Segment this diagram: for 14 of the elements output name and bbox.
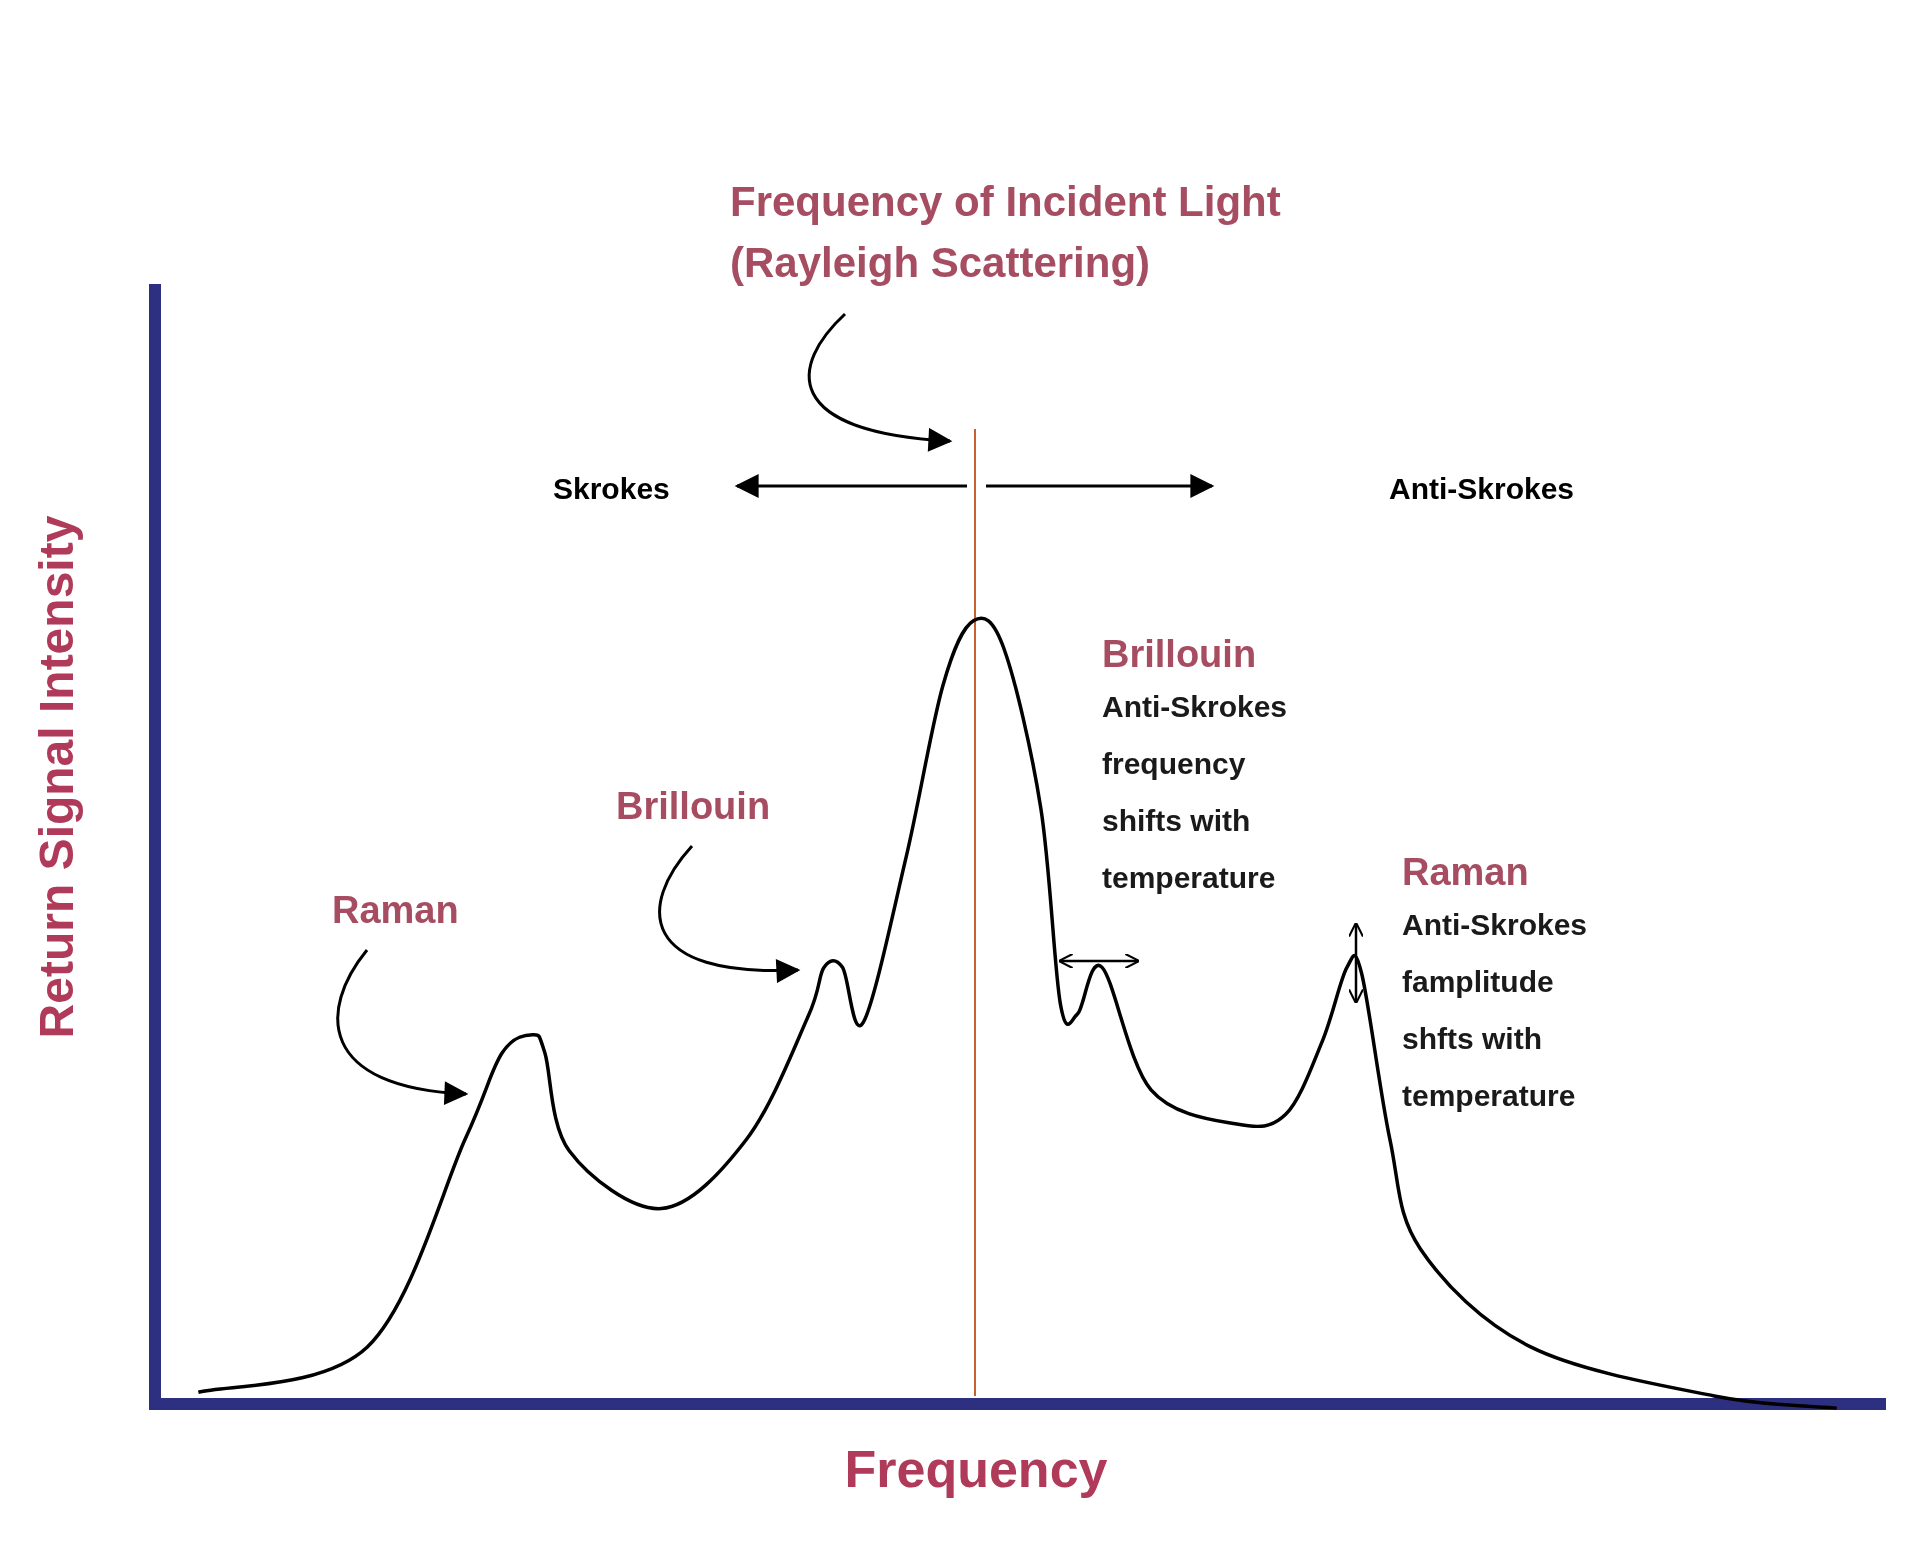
peak-label: Frequency of Incident Light (Rayleigh Scattering) <box>730 177 1282 288</box>
axis-title: Return Signal Intensity <box>29 514 84 1041</box>
peak-label: Brillouin <box>616 784 771 829</box>
peak-note: Anti-Skrokes frequency shifts with temperature <box>1102 688 1289 896</box>
leader-arrow <box>336 949 469 1105</box>
direction-label: Skrokes <box>553 471 670 507</box>
direction-label: Anti-Skrokes <box>1389 471 1575 507</box>
peak-label: Raman <box>332 888 459 933</box>
leader-arrow <box>658 845 801 983</box>
peak-note: Anti-Skrokes famplitude shfts with temperature <box>1402 906 1589 1114</box>
peak-label: Raman <box>1402 850 1529 895</box>
axis-title: Frequency <box>843 1439 1109 1500</box>
leader-arrow <box>808 312 953 452</box>
peak-label: Brillouin <box>1102 632 1257 677</box>
